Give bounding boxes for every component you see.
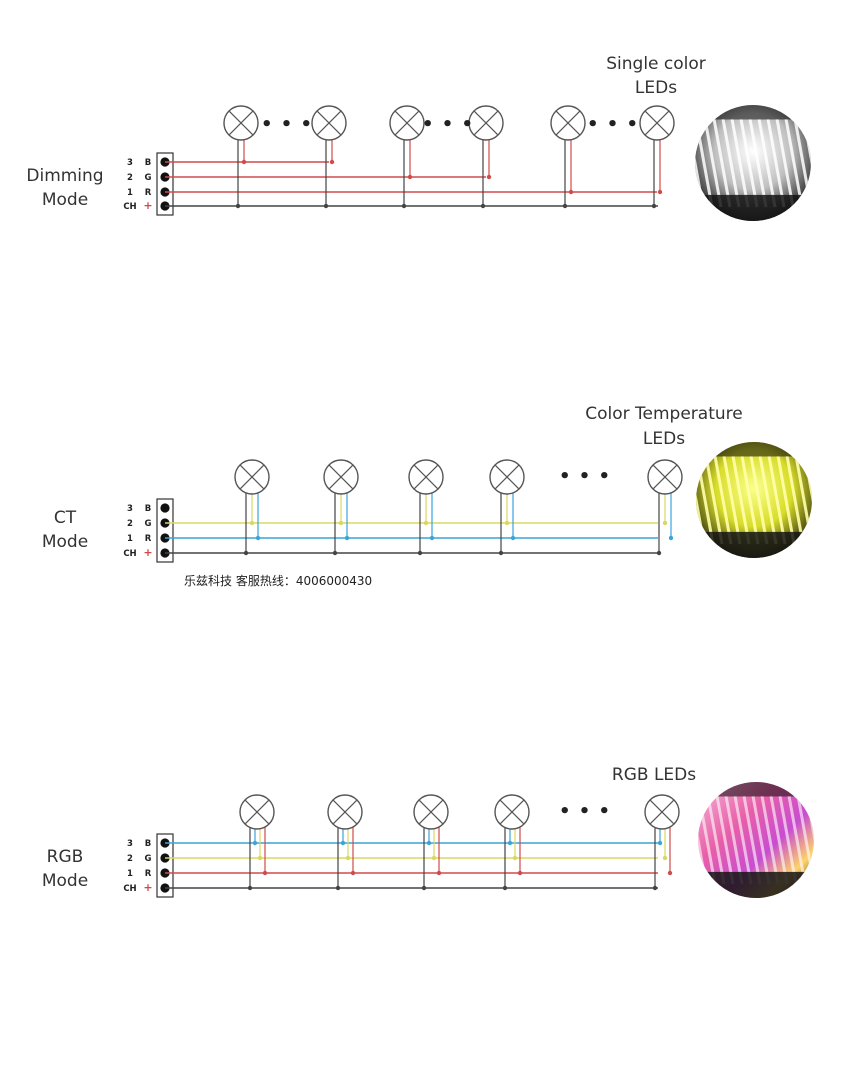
- pin-letter-label: G: [145, 519, 152, 529]
- led-building-photo: [696, 442, 812, 558]
- watermark-text: 乐兹科技 客服热线：4006000430: [184, 573, 372, 588]
- led-lamp: [311, 105, 347, 209]
- pin-number-label: CH: [123, 549, 136, 559]
- more-lamps-ellipsis: • • •: [559, 466, 611, 487]
- led-lamp: [468, 105, 504, 209]
- pin-number-label: 2: [127, 519, 133, 529]
- led-type-caption-line: LEDs: [643, 429, 685, 449]
- mode-label-line: Mode: [42, 190, 88, 210]
- led-lamp: [489, 459, 525, 556]
- pin-letter-label: G: [145, 173, 152, 183]
- led-lamp: [494, 794, 530, 891]
- led-lamp: [389, 105, 425, 209]
- pin-letter-label: R: [145, 534, 152, 544]
- pin-letter-label: R: [145, 869, 152, 879]
- mode-label-line: RGB: [47, 847, 84, 867]
- led-building-photo: [698, 782, 814, 898]
- terminal-block: [156, 833, 174, 898]
- pin-number-label: CH: [123, 884, 136, 894]
- led-lamp: [223, 105, 259, 209]
- led-type-caption-line: LEDs: [635, 78, 677, 98]
- mode-label-line: CT: [54, 508, 77, 528]
- more-lamps-ellipsis: • • •: [587, 114, 639, 135]
- led-lamp: [639, 105, 675, 209]
- mode-label-line: Mode: [42, 871, 88, 891]
- pin-number-label: 2: [127, 854, 133, 864]
- led-lamp: [323, 459, 359, 556]
- mode-label-line: Dimming: [26, 166, 103, 186]
- pin-number-label: 2: [127, 173, 133, 183]
- pin-letter-label: R: [145, 188, 152, 198]
- pin-letter-label: +: [143, 546, 152, 559]
- rgb-mode-diagram: RGB Mode RGB LEDs 3 B 2 G 1 R CH + • • •: [42, 765, 814, 898]
- led-lamp: [550, 105, 586, 209]
- pin-letter-label: +: [143, 199, 152, 212]
- led-lamp: [239, 794, 275, 891]
- pin-number-label: 3: [127, 839, 133, 849]
- led-lamp: [234, 459, 270, 556]
- led-type-caption-line: Single color: [606, 54, 706, 74]
- more-lamps-ellipsis: • • •: [559, 801, 611, 822]
- led-type-caption-line: Color Temperature: [585, 404, 742, 424]
- mode-label-line: Mode: [42, 532, 88, 552]
- led-lamp: [327, 794, 363, 891]
- led-type-caption-line: RGB LEDs: [612, 765, 696, 785]
- pin-number-label: 3: [127, 504, 133, 514]
- terminal-block: [156, 152, 174, 216]
- pin-number-label: 3: [127, 158, 133, 168]
- terminal-block: [156, 498, 174, 563]
- led-lamp: [413, 794, 449, 891]
- pin-letter-label: +: [143, 881, 152, 894]
- more-lamps-ellipsis: • • •: [422, 114, 474, 135]
- led-lamp: [644, 794, 680, 891]
- pin-letter-label: G: [145, 854, 152, 864]
- led-building-photo: [695, 105, 811, 221]
- pin-letter-label: B: [145, 158, 151, 168]
- led-lamp: [647, 459, 683, 556]
- terminal-pin: [160, 503, 170, 513]
- pin-letter-label: B: [145, 839, 151, 849]
- pin-number-label: CH: [123, 202, 136, 212]
- more-lamps-ellipsis: • • •: [261, 114, 313, 135]
- pin-number-label: 1: [127, 869, 133, 879]
- pin-letter-label: B: [145, 504, 151, 514]
- pin-number-label: 1: [127, 534, 133, 544]
- pin-number-label: 1: [127, 188, 133, 198]
- led-lamp: [408, 459, 444, 556]
